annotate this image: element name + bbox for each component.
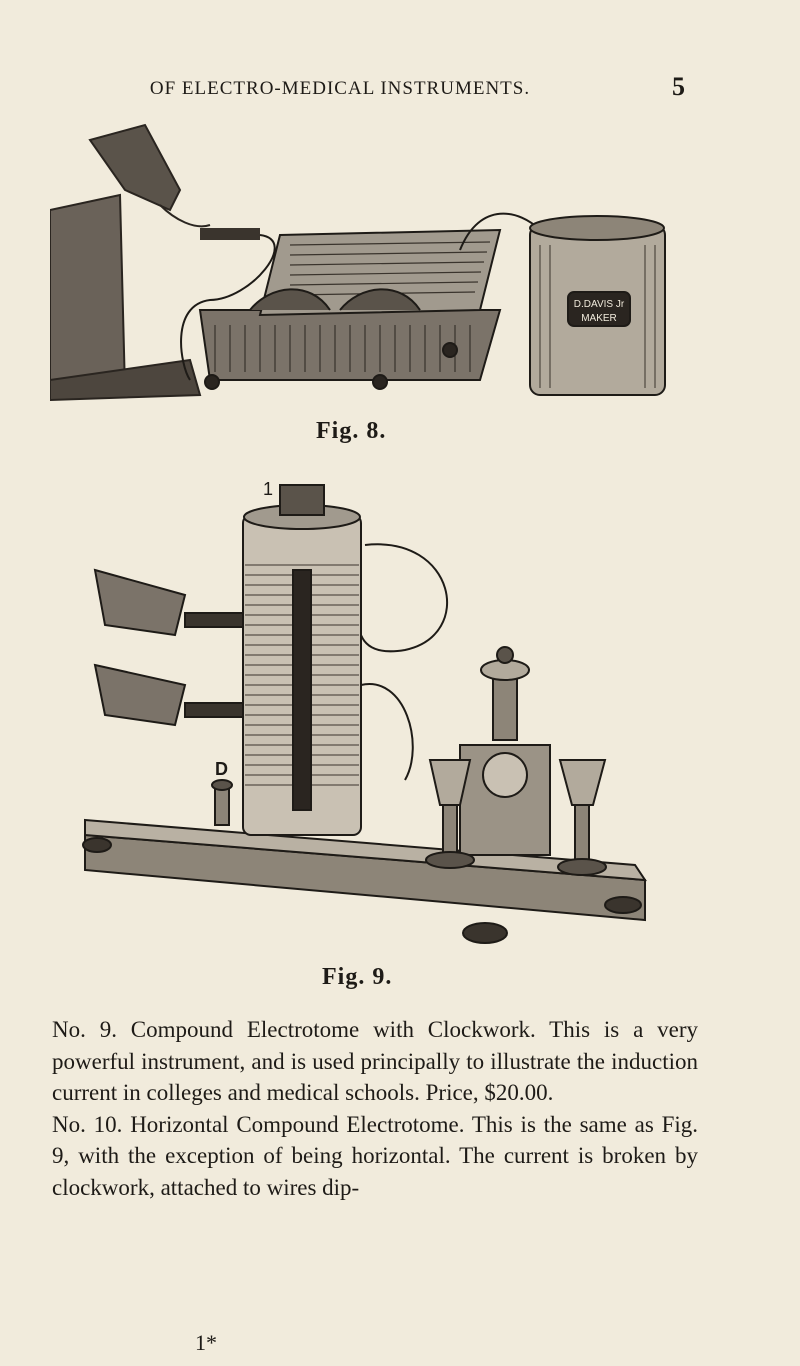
maker-plate-line1: D.DAVIS Jr [574,299,625,310]
induction-coil [242,484,362,836]
figure-9-caption: Fig. 9. [322,964,393,990]
figure-8-caption: Fig. 8. [316,418,387,444]
figure-8-illustration: D.DAVIS Jr MAKER [50,123,666,402]
paragraph-no-10: No. 10. Horizontal Compound Electrotome.… [52,1111,698,1200]
page-number: 5 [672,72,685,101]
figure-9-illustration: 1 D [82,479,647,944]
binding-post [211,779,233,826]
hand-electrode-upper [93,568,244,637]
electrode-handle [200,228,260,240]
clockwork-mechanism [459,646,551,856]
paragraph-no-9: No. 9. Compound Electrotome with Clockwo… [52,1017,698,1105]
terminal-cups [425,759,607,876]
battery-cell: D.DAVIS Jr MAKER [529,215,666,396]
arm-sleeve [50,123,211,402]
hand-electrode-lower [93,663,244,727]
body-text: No. 9. Compound Electrotome with Clockwo… [52,1014,698,1203]
base-board [82,818,647,944]
machine-box [198,228,502,390]
maker-plate [567,291,631,327]
wire-lower-loop [360,683,414,781]
running-head: OF ELECTRO-MEDICAL INSTRUMENTS. [149,78,531,99]
wire-upper-loop [360,543,449,653]
maker-plate-line2: MAKER [581,313,617,324]
label-top: 1 [263,479,273,499]
wire-left [180,234,276,381]
label-left: D [215,759,228,779]
signature-mark: 1* [195,1330,217,1355]
